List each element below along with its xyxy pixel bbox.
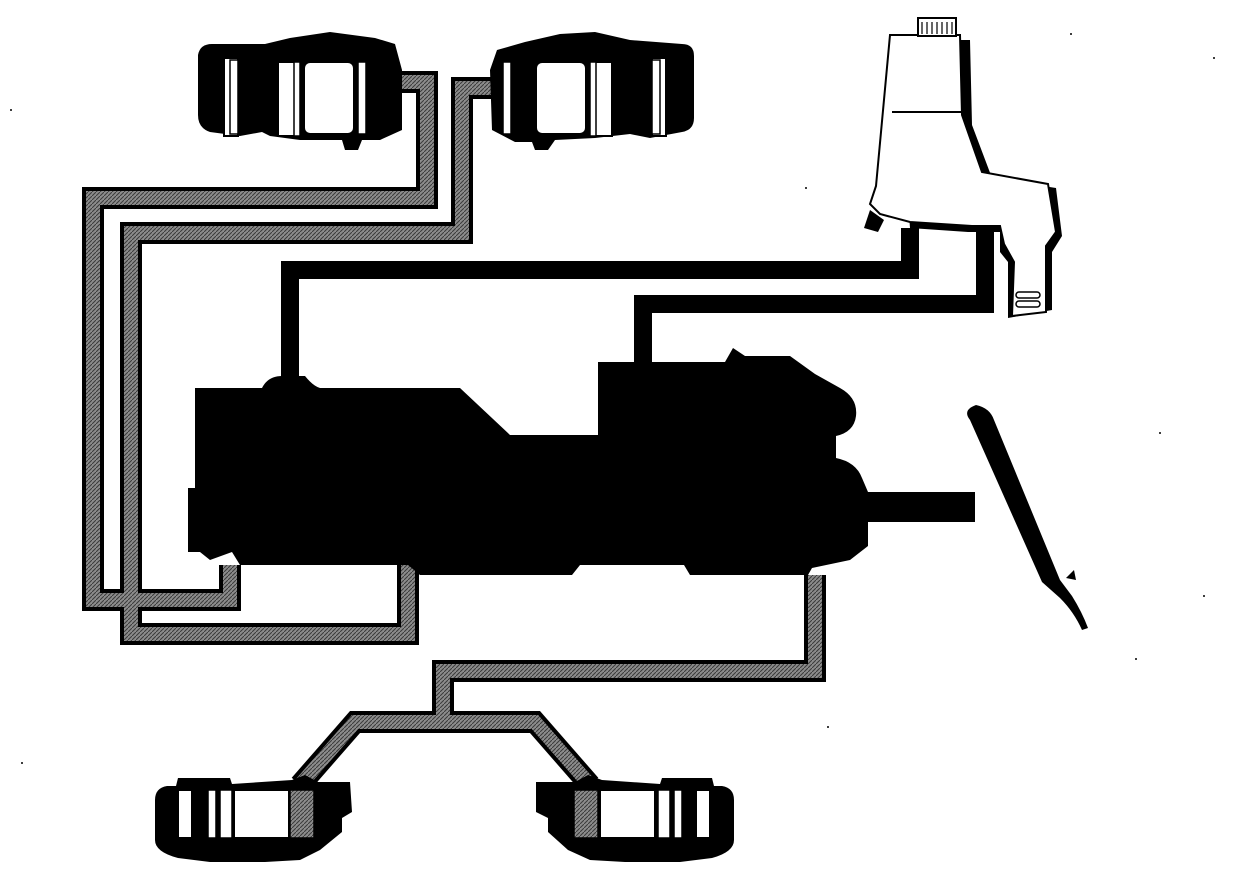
master-cylinder — [188, 348, 975, 575]
rear-left-caliper — [155, 775, 352, 862]
brake-pedal — [967, 405, 1088, 630]
scan-noise — [10, 33, 1215, 764]
reservoir-feed-lines — [281, 228, 994, 385]
fluid-reservoir — [864, 17, 1062, 318]
rear-right-caliper — [536, 775, 734, 862]
front-right-caliper — [490, 32, 694, 150]
brake-lines — [82, 71, 826, 793]
front-left-caliper — [198, 32, 402, 150]
